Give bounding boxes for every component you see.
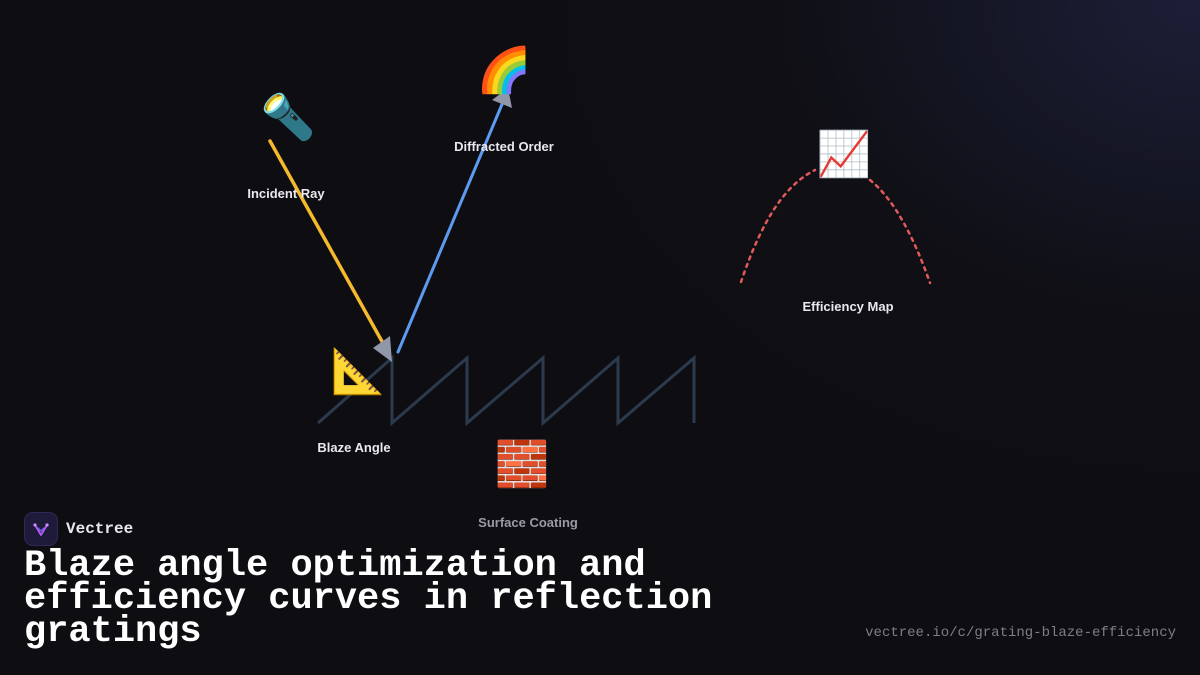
efficiency-map-label: Efficiency Map [802,299,894,314]
incident-ray-line [268,139,386,347]
brand: Vectree [24,512,133,546]
chart-increasing-icon: 📈 [816,129,872,180]
diffracted-order-label: Diffracted Order [454,139,554,154]
source-url[interactable]: vectree.io/c/grating-blaze-efficiency [865,625,1176,641]
diffracted-arrowhead [492,88,512,108]
flashlight-icon: 🔦 [260,92,316,143]
brick-icon: 🧱 [494,439,550,490]
grating-profile [317,354,696,427]
incident-ray-label: Incident Ray [247,186,325,201]
rainbow-icon: 🌈 [476,45,532,96]
surface-coating-label: Surface Coating [478,515,578,530]
triangular-ruler-icon: 📐 [330,346,386,397]
brand-name: Vectree [66,520,134,538]
incident-arrowhead [373,336,392,362]
vectree-logo-icon [24,512,58,546]
page-title: Blaze angle optimization and efficiency … [24,545,713,653]
diffracted-ray-line [396,100,505,354]
efficiency-curve-right [868,178,932,285]
blaze-angle-label: Blaze Angle [317,440,391,455]
efficiency-curve [739,168,817,284]
